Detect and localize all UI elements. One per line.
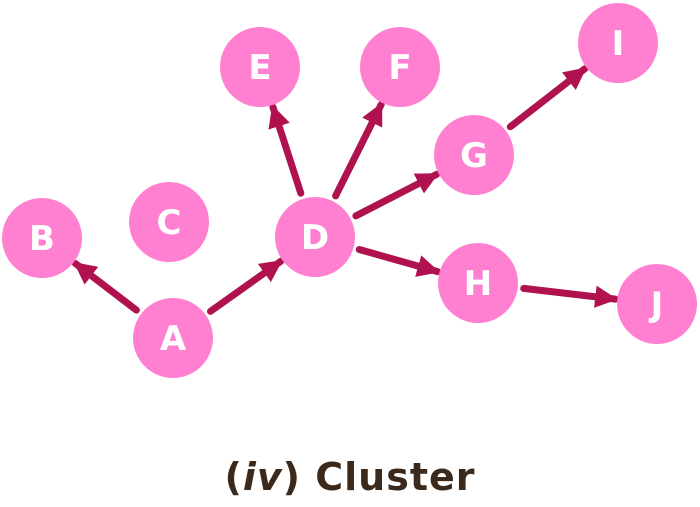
node-j-circle bbox=[617, 264, 697, 344]
edge-d-to-f bbox=[332, 101, 385, 200]
graph-canvas: A B C D E F G H I J bbox=[2, 3, 697, 378]
edge-d-to-e bbox=[268, 103, 305, 197]
node-h: H bbox=[438, 243, 518, 323]
node-d-circle bbox=[275, 197, 355, 277]
caption-roman-numeral: iv bbox=[242, 455, 283, 499]
caption-title: Cluster bbox=[315, 455, 476, 499]
node-d: D bbox=[275, 197, 355, 277]
node-g-circle bbox=[434, 115, 514, 195]
node-h-circle bbox=[438, 243, 518, 323]
node-c-circle bbox=[129, 182, 209, 262]
node-e: E bbox=[220, 27, 300, 107]
node-b: B bbox=[2, 198, 82, 278]
edge-d-to-g bbox=[352, 170, 441, 220]
caption-close-paren: ) bbox=[282, 455, 302, 499]
node-h-label: H bbox=[464, 264, 492, 304]
edges-layer bbox=[71, 65, 619, 315]
nodes-layer: A B C D E F G H I J bbox=[2, 3, 697, 378]
node-d-label: D bbox=[301, 218, 329, 258]
node-j: J bbox=[617, 264, 697, 344]
caption-open-paren: ( bbox=[224, 455, 243, 499]
node-a-label: A bbox=[160, 319, 187, 359]
node-i: I bbox=[578, 3, 658, 83]
node-c: C bbox=[129, 182, 209, 262]
edge-h-to-j bbox=[520, 284, 619, 308]
node-i-circle bbox=[578, 3, 658, 83]
node-g-label: G bbox=[460, 136, 488, 176]
diagram-caption: (iv) Cluster bbox=[0, 455, 700, 499]
node-i-label: I bbox=[612, 24, 625, 64]
edge-d-to-h bbox=[355, 246, 442, 277]
node-e-label: E bbox=[248, 48, 271, 88]
node-a: A bbox=[133, 298, 213, 378]
node-b-label: B bbox=[29, 219, 55, 259]
node-g: G bbox=[434, 115, 514, 195]
node-f-label: F bbox=[388, 48, 411, 88]
edge-g-to-i bbox=[506, 65, 589, 131]
node-j-label: J bbox=[649, 285, 664, 325]
edge-a-to-b bbox=[71, 260, 140, 314]
node-e-circle bbox=[220, 27, 300, 107]
edge-a-to-d bbox=[207, 257, 285, 315]
node-a-circle bbox=[133, 298, 213, 378]
node-c-label: C bbox=[157, 203, 182, 243]
node-b-circle bbox=[2, 198, 82, 278]
node-f-circle bbox=[360, 27, 440, 107]
node-f: F bbox=[360, 27, 440, 107]
